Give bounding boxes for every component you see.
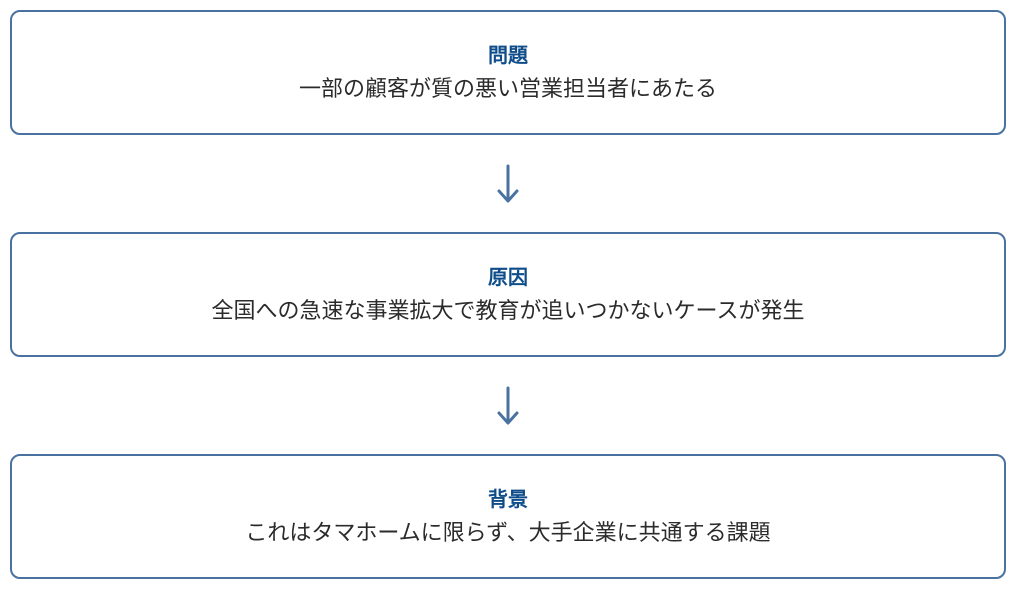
problem-title: 問題 xyxy=(488,42,528,67)
down-arrow-icon xyxy=(10,357,1006,454)
problem-text: 一部の顧客が質の悪い営業担当者にあたる xyxy=(298,76,717,102)
down-arrow-icon xyxy=(10,135,1006,232)
problem-box: 問題 一部の顧客が質の悪い営業担当者にあたる xyxy=(10,10,1006,135)
cause-text: 全国への急速な事業拡大で教育が追いつかないケースが発生 xyxy=(211,298,805,324)
background-text: これはタマホームに限らず、大手企業に共通する課題 xyxy=(245,520,771,546)
cause-title: 原因 xyxy=(488,264,528,289)
background-title: 背景 xyxy=(488,486,528,511)
flow-diagram: 問題 一部の顧客が質の悪い営業担当者にあたる 原因 全国への急速な事業拡大で教育… xyxy=(10,10,1006,579)
background-box: 背景 これはタマホームに限らず、大手企業に共通する課題 xyxy=(10,454,1006,579)
cause-box: 原因 全国への急速な事業拡大で教育が追いつかないケースが発生 xyxy=(10,232,1006,357)
